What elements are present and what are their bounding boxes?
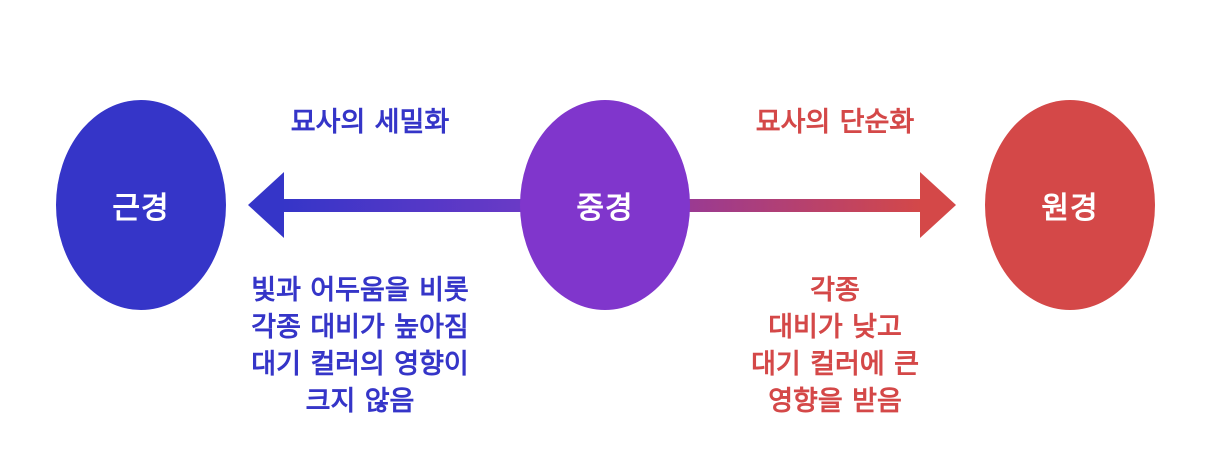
middle-view-label: 중경 [576, 191, 634, 226]
far-description-line: 대기 컬러에 큰 [751, 349, 919, 380]
near-description-line: 각종 대비가 높아짐 [251, 312, 469, 343]
near-description: 빛과 어두움을 비롯 각종 대비가 높아짐 대기 컬러의 영향이 크지 않음 [220, 272, 500, 420]
far-description: 각종 대비가 낮고 대기 컬러에 큰 영향을 받음 [700, 272, 970, 420]
near-description-line: 대기 컬러의 영향이 [251, 349, 469, 380]
far-description-line: 각종 [810, 275, 860, 306]
detail-decrease-label: 묘사의 단순화 [755, 107, 915, 138]
middle-view-node: 중경 [520, 100, 690, 310]
far-view-node: 원경 [985, 100, 1155, 310]
near-view-label: 근경 [112, 191, 170, 226]
right-arrow-shaft [689, 199, 923, 212]
left-arrow-shaft [282, 199, 522, 212]
near-description-line: 크지 않음 [305, 386, 415, 417]
far-description-line: 영향을 받음 [768, 386, 902, 417]
near-view-node: 근경 [56, 100, 226, 310]
detail-increase-label: 묘사의 세밀화 [290, 107, 450, 138]
near-description-line: 빛과 어두움을 비롯 [251, 275, 469, 306]
left-arrow-head [248, 172, 284, 238]
far-description-line: 대비가 낮고 [768, 312, 902, 343]
right-arrow-head [920, 172, 956, 238]
far-view-label: 원경 [1041, 191, 1099, 226]
